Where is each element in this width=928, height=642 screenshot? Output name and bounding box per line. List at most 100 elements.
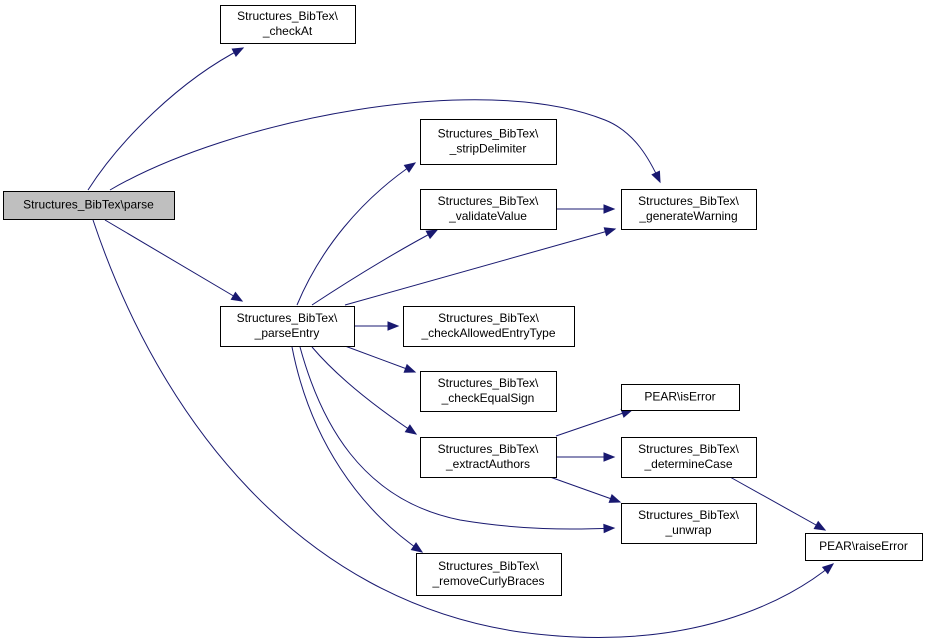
edge-line	[291, 346, 423, 553]
edge-parse-to-parseEntry	[104, 219, 244, 302]
node-box	[621, 189, 757, 230]
edge-line	[311, 229, 438, 306]
arrowhead	[608, 494, 622, 503]
node-label-line: Structures_BibTex\parse	[23, 198, 154, 212]
node-label-line: Structures_BibTex\	[438, 311, 539, 325]
arrowhead	[403, 162, 417, 173]
node-label-line: Structures_BibTex\	[638, 194, 739, 208]
edge-extractAuthors-to-determineCase	[556, 452, 616, 462]
arrowhead	[425, 229, 439, 240]
node-isError[interactable]: PEAR\isError	[621, 384, 740, 411]
node-determineCase[interactable]: Structures_BibTex\_determineCase	[621, 437, 757, 478]
node-label-line: Structures_BibTex\	[438, 376, 539, 390]
node-label-line: Structures_BibTex\	[638, 442, 739, 456]
node-box	[220, 5, 356, 44]
node-box	[420, 437, 557, 478]
arrowhead	[603, 227, 617, 237]
node-extractAuthors[interactable]: Structures_BibTex\_extractAuthors	[420, 437, 557, 478]
edge-line	[104, 219, 243, 302]
node-label-line: _checkEqualSign	[441, 391, 535, 405]
node-label-line: Structures_BibTex\	[237, 9, 338, 23]
edge-line	[549, 476, 621, 503]
node-generateWarning[interactable]: Structures_BibTex\_generateWarning	[621, 189, 757, 230]
node-label-line: Structures_BibTex\	[638, 508, 739, 522]
edge-extractAuthors-to-isError	[555, 408, 634, 437]
edge-parseEntry-to-validateValue	[311, 229, 439, 306]
node-removeCurlyBraces[interactable]: Structures_BibTex\_removeCurlyBraces	[416, 553, 562, 596]
arrowhead	[230, 291, 244, 302]
node-label-line: PEAR\raiseError	[819, 539, 908, 553]
edge-line	[296, 162, 416, 306]
edge-parseEntry-to-checkEqualSign	[344, 345, 417, 373]
node-checkEqualSign[interactable]: Structures_BibTex\_checkEqualSign	[420, 371, 557, 412]
arrowhead	[404, 424, 418, 435]
edge-line	[344, 345, 416, 373]
edge-line	[109, 99, 661, 191]
edges-layer	[87, 47, 835, 638]
edge-parseEntry-to-unwrap	[299, 346, 616, 534]
node-label-line: Structures_BibTex\	[438, 442, 539, 456]
edge-parseEntry-to-removeCurlyBraces	[291, 346, 424, 553]
node-box	[420, 371, 557, 412]
node-box	[220, 306, 355, 347]
node-box	[621, 437, 757, 478]
node-label-line: Structures_BibTex\	[237, 311, 338, 325]
node-box	[3, 191, 175, 220]
node-label-line: _checkAt	[262, 24, 313, 38]
arrowhead	[813, 520, 827, 531]
node-box	[621, 503, 757, 544]
node-label-line: _removeCurlyBraces	[431, 574, 544, 588]
edge-parse-to-generateWarning	[109, 99, 661, 191]
node-label-line: _stripDelimiter	[449, 142, 527, 156]
edge-line	[311, 346, 417, 435]
edge-parseEntry-to-stripDelimiter	[296, 162, 417, 306]
node-label-line: Structures_BibTex\	[438, 127, 539, 141]
arrowhead	[603, 452, 616, 462]
node-stripDelimiter[interactable]: Structures_BibTex\_stripDelimiter	[420, 119, 557, 165]
nodes-layer: Structures_BibTex\parseStructures_BibTex…	[3, 5, 923, 596]
edge-line	[555, 409, 633, 437]
node-checkAt[interactable]: Structures_BibTex\_checkAt	[220, 5, 356, 44]
node-label-line: _determineCase	[643, 457, 732, 471]
edge-line	[729, 476, 826, 531]
node-label-line: Structures_BibTex\	[438, 559, 539, 573]
node-label-line: _extractAuthors	[445, 457, 530, 471]
node-label-line: _validateValue	[448, 209, 527, 223]
edge-parse-to-raiseError	[92, 219, 835, 638]
node-label-line: PEAR\isError	[644, 390, 715, 404]
arrowhead	[603, 204, 616, 214]
arrowhead	[403, 363, 417, 373]
edge-validateValue-to-generateWarning	[556, 204, 616, 214]
edge-line	[344, 228, 616, 306]
arrowhead	[387, 321, 400, 331]
node-box	[621, 384, 740, 411]
arrowhead	[410, 542, 424, 553]
node-parse[interactable]: Structures_BibTex\parse	[3, 191, 175, 220]
arrowhead	[603, 523, 616, 534]
node-label-line: _unwrap	[664, 523, 711, 537]
arrowhead	[231, 47, 245, 58]
node-validateValue[interactable]: Structures_BibTex\_validateValue	[420, 189, 557, 230]
node-parseEntry[interactable]: Structures_BibTex\_parseEntry	[220, 306, 355, 347]
edge-line	[299, 346, 615, 530]
edge-parseEntry-to-extractAuthors	[311, 346, 418, 435]
edge-extractAuthors-to-unwrap	[549, 476, 622, 503]
node-label-line: _parseEntry	[254, 326, 320, 340]
node-checkAllowedEntryType[interactable]: Structures_BibTex\_checkAllowedEntryType	[403, 306, 575, 347]
edge-parseEntry-to-checkAllowedEntryType	[355, 321, 400, 331]
node-box	[403, 306, 575, 347]
edge-parseEntry-to-generateWarning	[344, 227, 617, 306]
node-unwrap[interactable]: Structures_BibTex\_unwrap	[621, 503, 757, 544]
node-box	[420, 189, 557, 230]
node-label-line: _checkAllowedEntryType	[420, 326, 555, 340]
edge-line	[92, 219, 834, 638]
arrowhead	[821, 563, 835, 575]
node-raiseError[interactable]: PEAR\raiseError	[805, 533, 923, 561]
node-label-line: _generateWarning	[638, 209, 737, 223]
node-label-line: Structures_BibTex\	[438, 194, 539, 208]
edge-line	[87, 47, 244, 191]
node-box	[416, 553, 562, 596]
arrowhead	[651, 170, 661, 184]
node-box	[805, 533, 923, 561]
